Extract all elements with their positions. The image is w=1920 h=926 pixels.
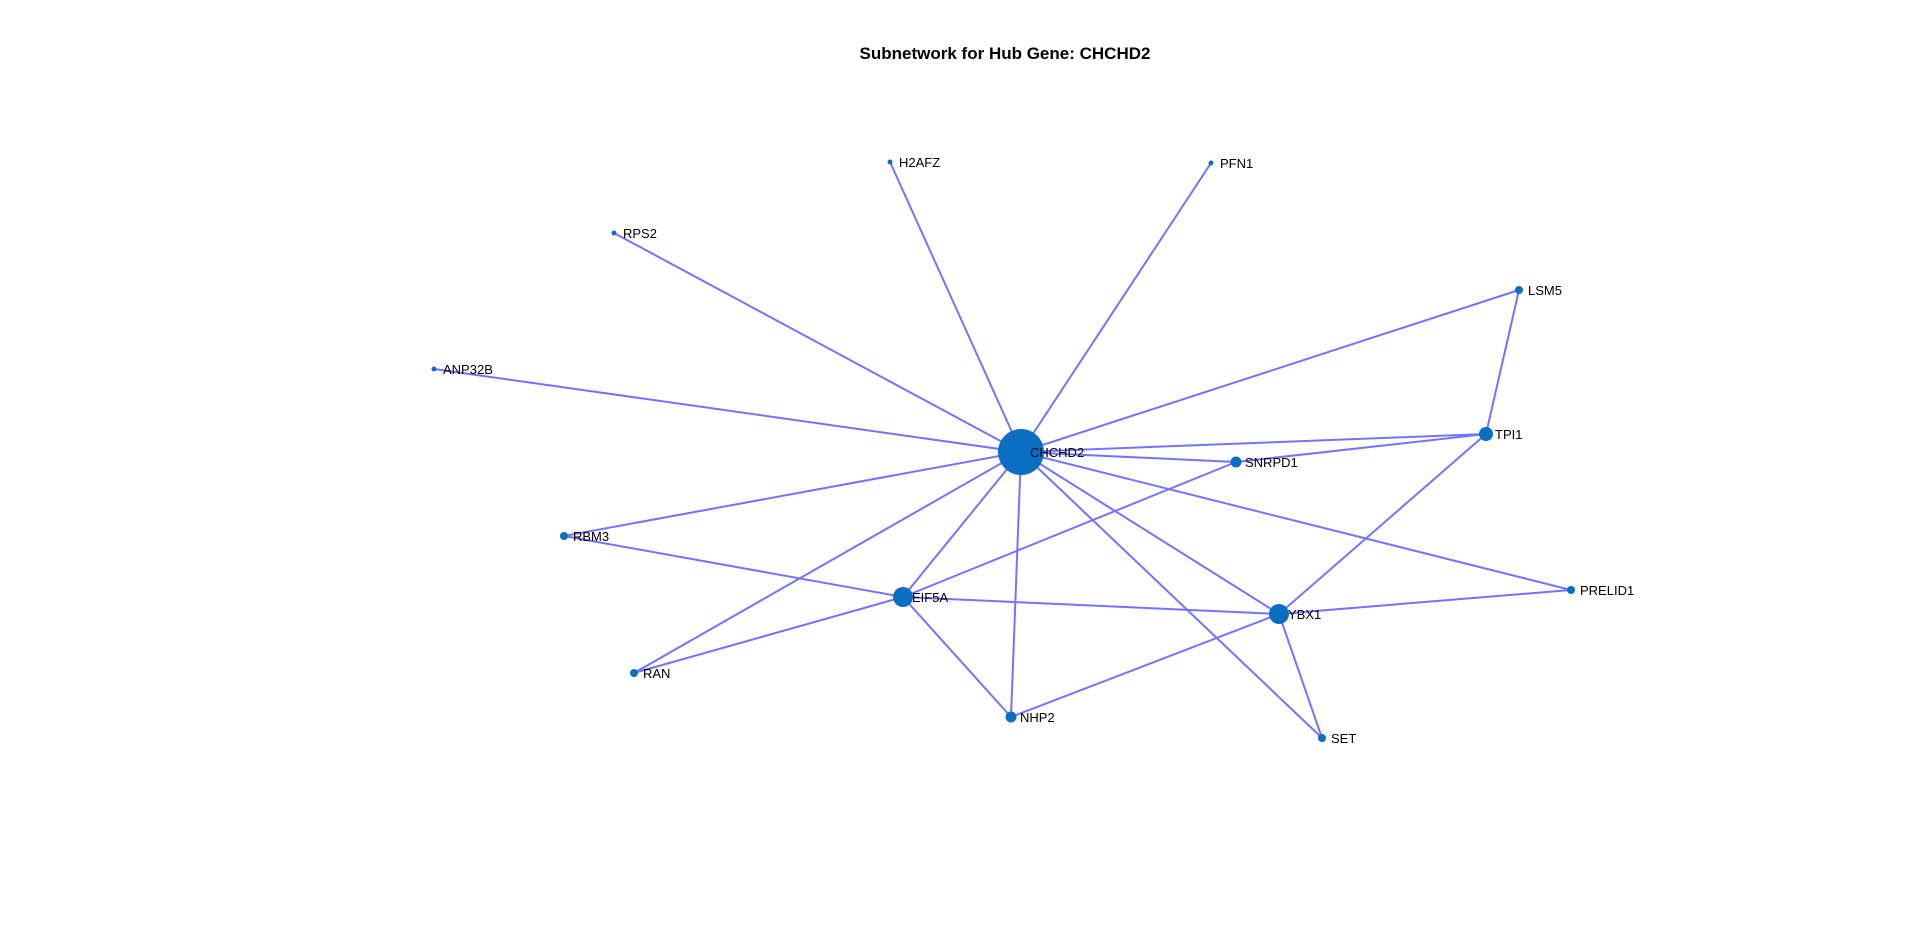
node-layer: [431, 159, 1575, 742]
edge-rbm3-eif5a: [563, 535, 904, 598]
node-rbm3: [560, 532, 568, 540]
node-label-anp32b: ANP32B: [443, 362, 493, 377]
edge-chchd2-lsm5: [1020, 289, 1520, 453]
edge-snrpd1-eif5a: [902, 461, 1237, 598]
edge-chchd2-ybx1: [1020, 451, 1280, 615]
edge-chchd2-h2afz: [889, 161, 1022, 453]
node-label-lsm5: LSM5: [1528, 283, 1562, 298]
node-label-rps2: RPS2: [623, 226, 657, 241]
edge-tpi1-snrpd1: [1235, 433, 1487, 463]
node-label-ran: RAN: [643, 666, 670, 681]
edge-chchd2-rps2: [613, 232, 1022, 453]
node-label-ybx1: YBX1: [1288, 607, 1321, 622]
node-ybx1: [1269, 604, 1289, 624]
node-rps2: [611, 230, 617, 236]
node-h2afz: [887, 159, 893, 165]
node-eif5a: [893, 587, 913, 607]
node-anp32b: [431, 366, 437, 372]
edge-chchd2-set: [1020, 451, 1323, 739]
node-label-snrpd1: SNRPD1: [1245, 455, 1298, 470]
node-pfn1: [1208, 160, 1214, 166]
edge-chchd2-pfn1: [1020, 162, 1212, 453]
edge-chchd2-prelid1: [1020, 451, 1572, 591]
edge-ybx1-nhp2: [1010, 613, 1280, 718]
node-set: [1318, 734, 1326, 742]
node-label-nhp2: NHP2: [1020, 710, 1055, 725]
edge-layer: [433, 161, 1572, 739]
edge-tpi1-ybx1: [1278, 433, 1487, 615]
edge-eif5a-ran: [633, 596, 904, 674]
edge-chchd2-rbm3: [563, 451, 1022, 537]
edge-chchd2-anp32b: [433, 368, 1022, 453]
node-label-rbm3: RBM3: [573, 529, 609, 544]
node-lsm5: [1515, 286, 1523, 294]
node-ran: [630, 669, 638, 677]
node-label-h2afz: H2AFZ: [899, 155, 940, 170]
edge-chchd2-nhp2: [1010, 451, 1022, 718]
node-label-chchd2: CHCHD2: [1030, 445, 1084, 460]
edge-ybx1-prelid1: [1278, 589, 1572, 615]
edge-ybx1-set: [1278, 613, 1323, 739]
node-nhp2: [1005, 711, 1017, 723]
node-tpi1: [1479, 427, 1493, 441]
edge-lsm5-tpi1: [1485, 289, 1520, 435]
node-label-pfn1: PFN1: [1220, 156, 1253, 171]
node-label-set: SET: [1331, 731, 1356, 746]
edge-chchd2-ran: [633, 451, 1022, 674]
edge-eif5a-ybx1: [902, 596, 1280, 615]
edge-chchd2-eif5a: [902, 451, 1022, 598]
node-label-eif5a: EIF5A: [912, 590, 948, 605]
node-label-prelid1: PRELID1: [1580, 583, 1634, 598]
plot-title: Subnetwork for Hub Gene: CHCHD2: [859, 44, 1151, 63]
edge-chchd2-tpi1: [1020, 433, 1487, 453]
node-label-tpi1: TPI1: [1495, 427, 1522, 442]
edge-chchd2-snrpd1: [1020, 451, 1237, 463]
edge-eif5a-nhp2: [902, 596, 1012, 718]
node-snrpd1: [1230, 456, 1242, 468]
node-prelid1: [1567, 586, 1575, 594]
node-chchd2: [998, 429, 1044, 475]
